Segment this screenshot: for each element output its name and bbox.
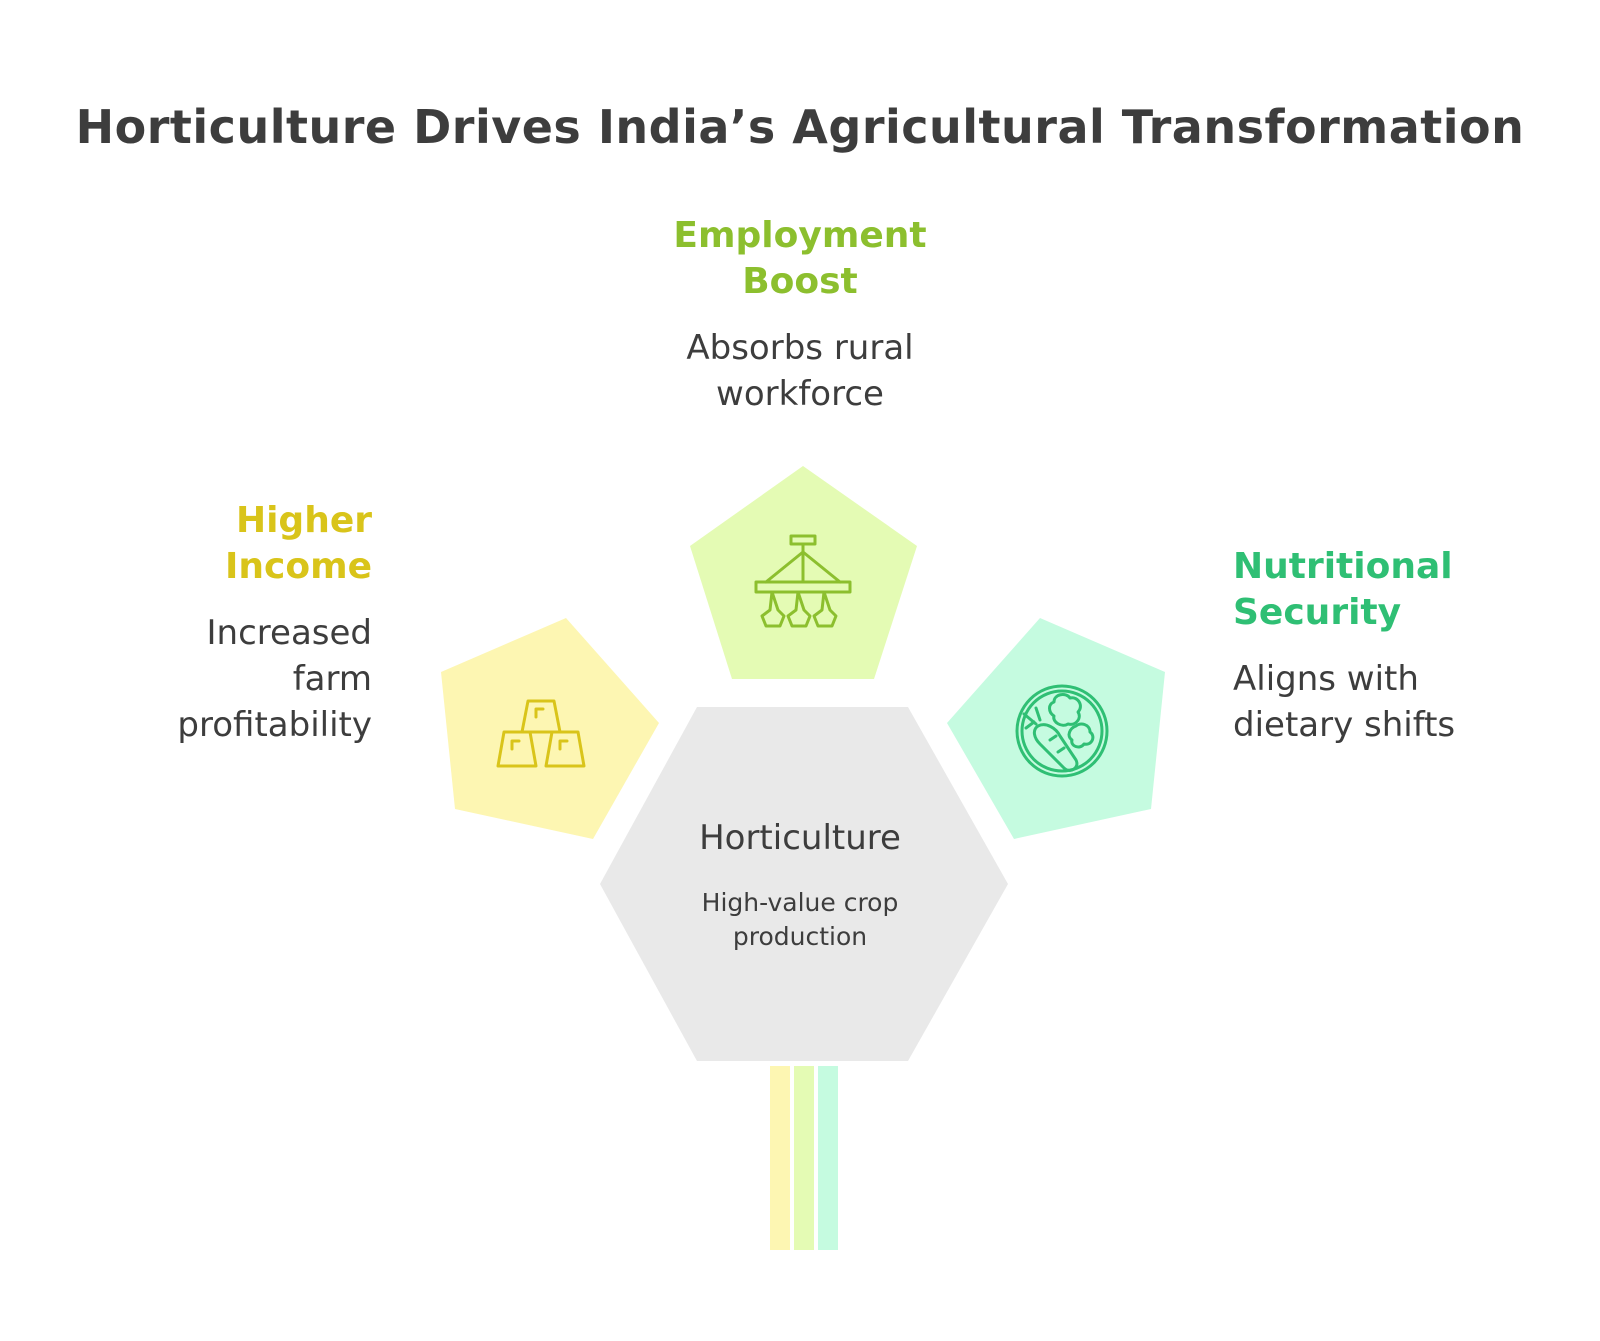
center-title: Horticulture (699, 818, 901, 858)
employment-boost-block: Employment Boost Absorbs rural workforce (600, 213, 1000, 417)
stem-bar-nutrition (818, 1066, 838, 1250)
employment-boost-description: Absorbs rural workforce (686, 328, 914, 414)
stem-bar-income (770, 1066, 790, 1250)
higher-income-description: Increased farm profitability (177, 613, 372, 745)
center-description-text: High-value crop production (701, 888, 899, 951)
page-title: Horticulture Drives India’s Agricultural… (75, 100, 1525, 154)
center-hexagon (600, 707, 1008, 1061)
nutritional-security-description: Aligns with dietary shifts (1233, 659, 1456, 745)
nutritional-security-pentagon (947, 618, 1165, 839)
employment-boost-heading: Employment Boost (673, 215, 927, 302)
nutritional-security-block: Nutritional Security Aligns with dietary… (1233, 544, 1563, 748)
higher-income-pentagon (441, 618, 659, 839)
employment-boost-pentagon (690, 466, 917, 679)
higher-income-block: Higher Income Increased farm profitabili… (120, 498, 372, 748)
stem-bar-employment (794, 1066, 814, 1250)
gold-bars-icon (496, 699, 586, 768)
nutritional-security-heading: Nutritional Security (1233, 546, 1453, 633)
vegetables-icon (1015, 684, 1109, 778)
center-description: High-value crop production (630, 886, 970, 954)
plow-cultivator-icon (754, 534, 852, 628)
higher-income-heading: Higher Income (224, 500, 372, 587)
